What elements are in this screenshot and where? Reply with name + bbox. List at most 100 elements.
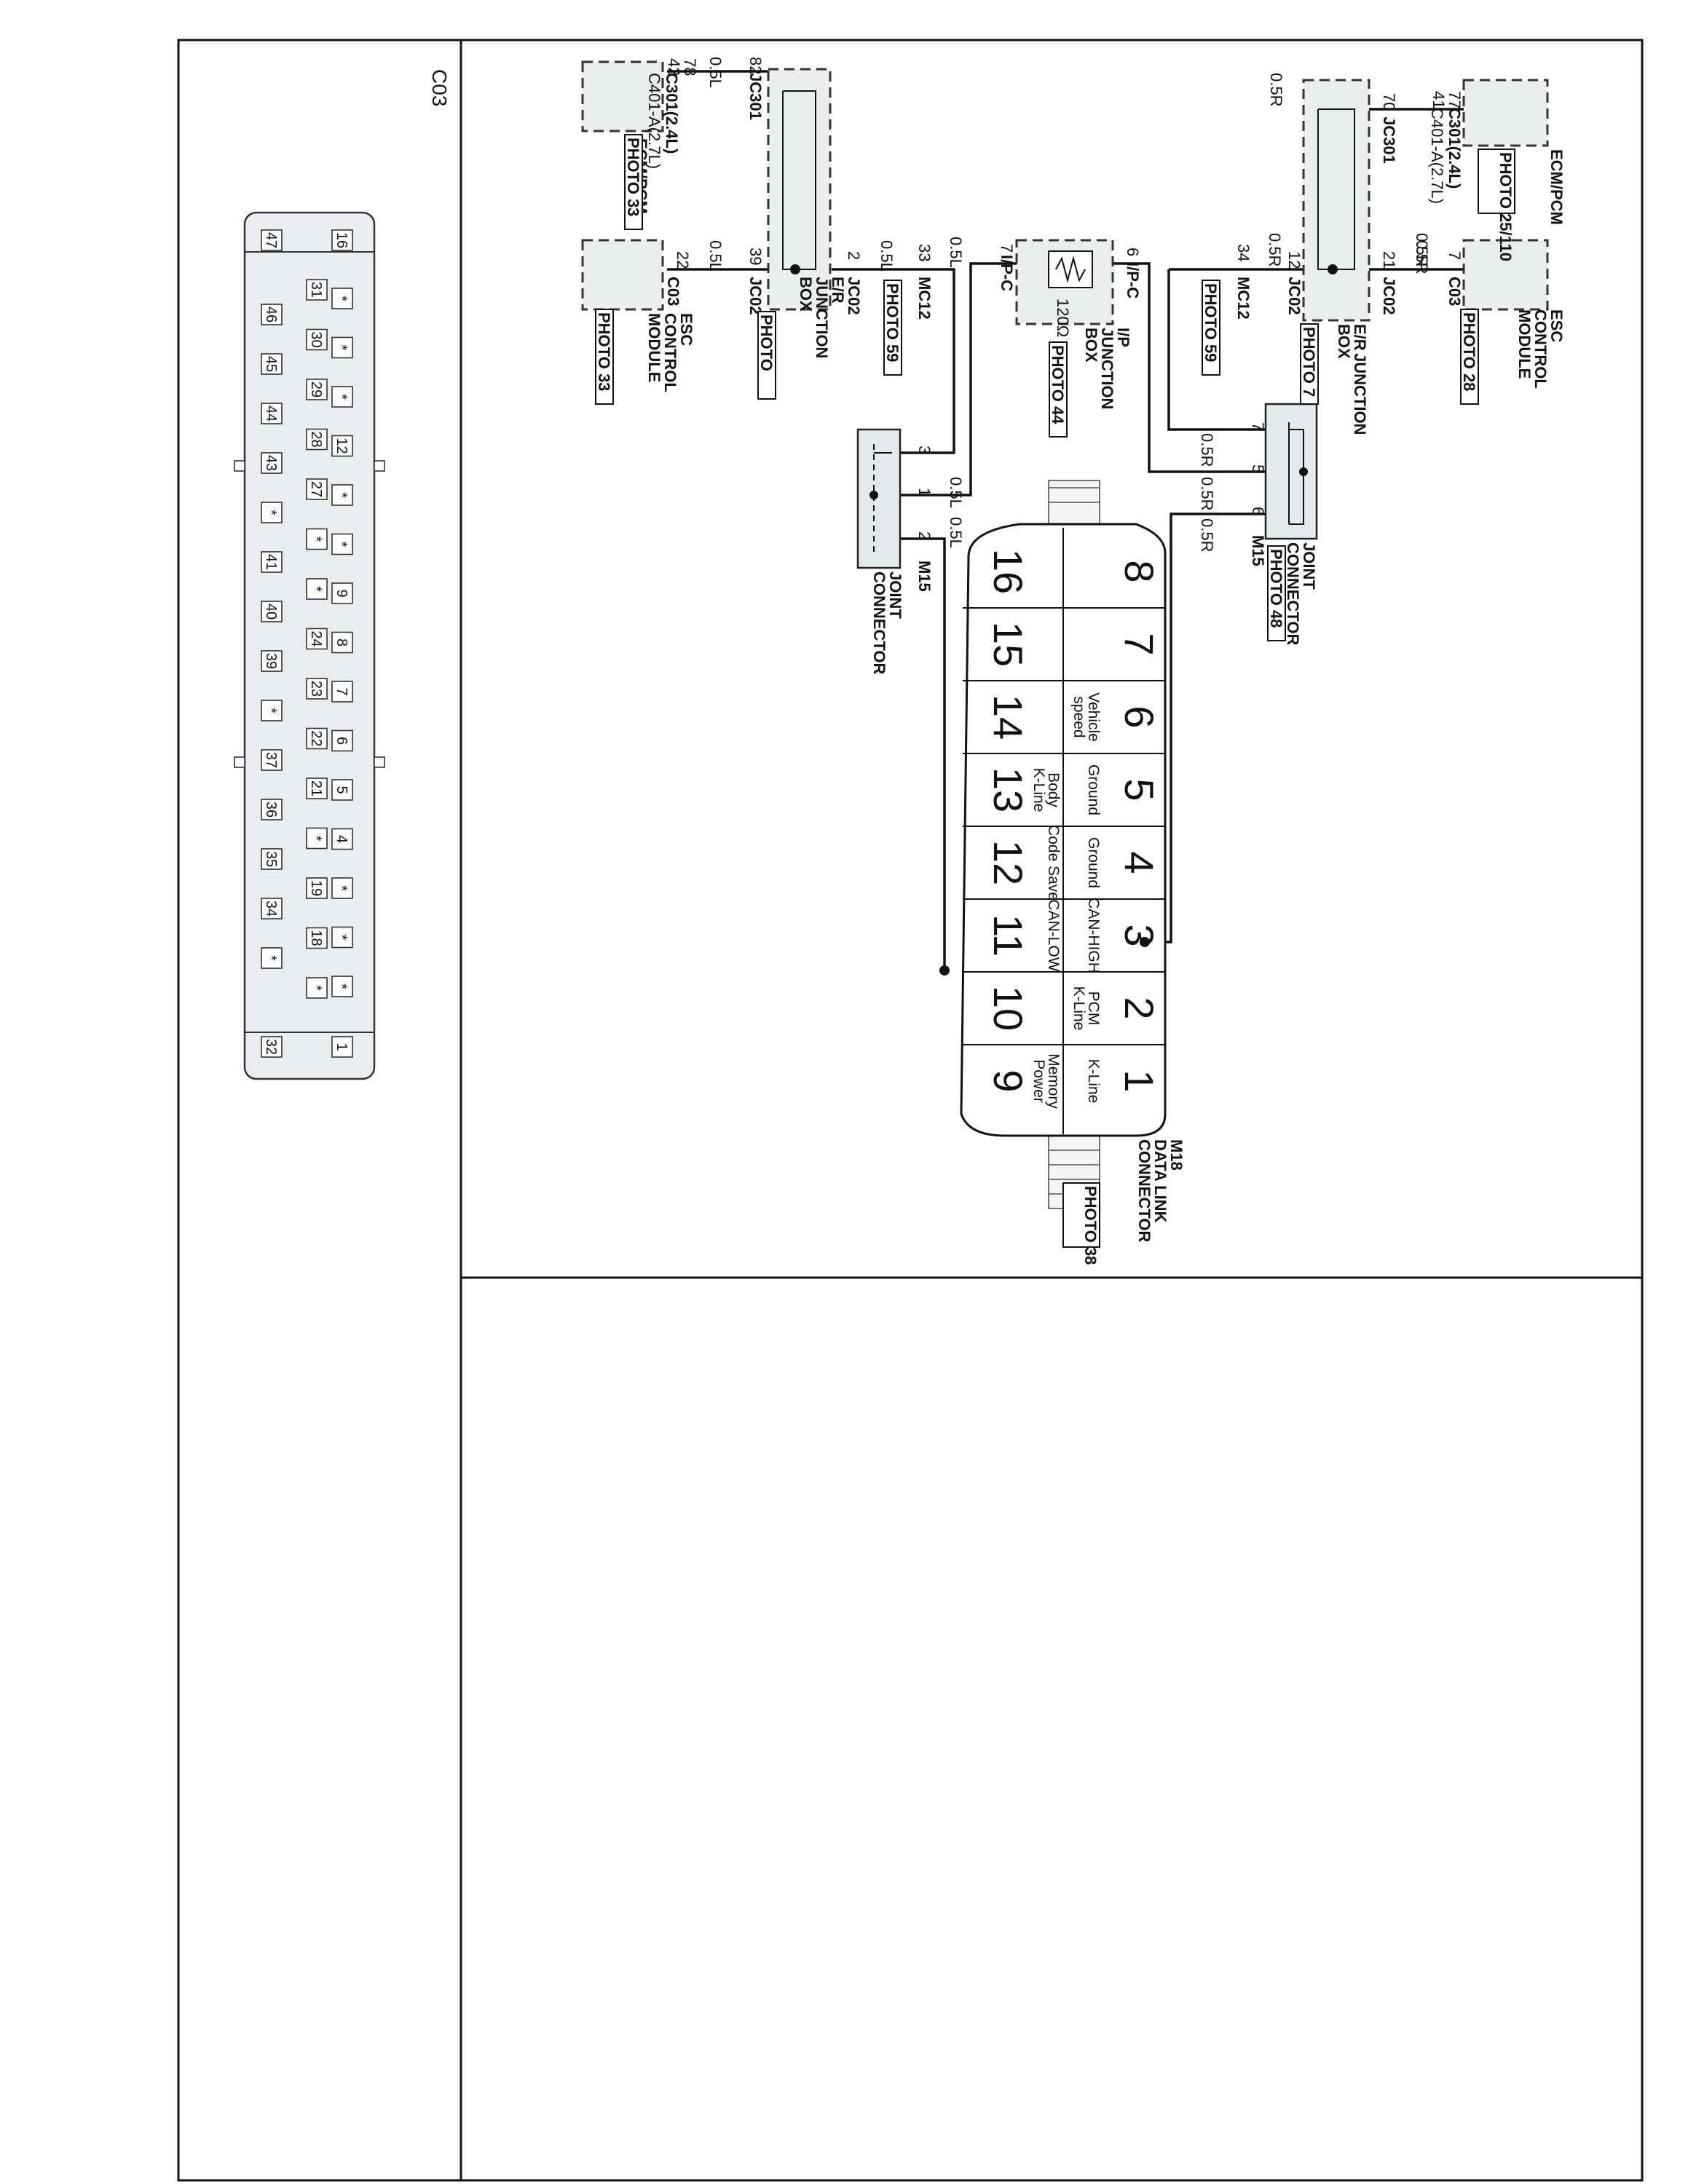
dlc-conn: M18 xyxy=(1167,1139,1186,1171)
dlc-bottom-pin: 15 xyxy=(985,622,1031,667)
c03-key-tab xyxy=(374,460,385,472)
mc12-right-pin: 34 xyxy=(1234,244,1253,261)
ip-photo: PHOTO 44 xyxy=(1049,345,1067,424)
ecm-right-photo: PHOTO 25/110 xyxy=(1496,152,1515,261)
c03-pin-label: 32 xyxy=(263,1039,279,1055)
jc-left-name1: JOINT xyxy=(886,571,904,619)
splice-dot xyxy=(1328,264,1338,274)
dlc-bottom-desc: Power xyxy=(1030,1059,1047,1103)
dlc-bottom-desc: Code Save xyxy=(1045,825,1062,901)
c03-pin-cell xyxy=(331,631,353,654)
c03-pin-label: 35 xyxy=(263,851,279,867)
mc12-left-photo: PHOTO 59 xyxy=(883,283,902,362)
resistor-icon xyxy=(1055,256,1086,283)
section-label: C03 xyxy=(428,69,451,106)
c03-pin-cell xyxy=(331,336,353,359)
c03-pin-cell xyxy=(306,678,328,700)
esc-left-name2: CONTROL xyxy=(661,313,679,392)
esc-right-name2: CONTROL xyxy=(1531,309,1550,389)
c03-pin-cell xyxy=(306,827,328,850)
dlc-bottom-desc: K-Line xyxy=(1030,768,1047,812)
er-right-photo: PHOTO 7 xyxy=(1300,327,1318,397)
er-right-jc02a-pin: 21 xyxy=(1380,251,1398,269)
dlc-top-desc: Vehicle xyxy=(1085,692,1102,742)
er-right-jc02a: JC02 xyxy=(1380,277,1398,315)
splice-dot xyxy=(790,264,800,274)
ecm-right-name: ECM/PCM xyxy=(1547,149,1566,225)
c03-pin-label: * xyxy=(334,296,350,301)
jc-left-wire-2: 0.5L xyxy=(947,517,965,548)
esc-left-name1: ESC xyxy=(677,313,695,346)
c03-pin-label: 16 xyxy=(334,232,350,248)
c03-pin-label: 12 xyxy=(334,438,350,454)
c03-pin-label: * xyxy=(334,345,350,351)
dlc-pin3-terminal xyxy=(1140,937,1150,947)
c03-pin-label: 43 xyxy=(263,455,279,471)
c03-pin-cell xyxy=(306,628,328,650)
dlc-top-pin: 1 xyxy=(1116,1069,1162,1092)
c03-pin-cell xyxy=(261,229,283,251)
dlc-bottom-desc: Memory xyxy=(1045,1053,1062,1109)
wire-jc-dlc-can-low xyxy=(900,537,946,970)
c03-pin-label: 23 xyxy=(308,681,324,697)
c03-pin-cell xyxy=(306,927,328,949)
c03-pin-cell xyxy=(261,502,283,523)
dlc-top-pin: 3 xyxy=(1116,924,1162,946)
c03-key-tab xyxy=(374,756,385,768)
c03-pin-cell xyxy=(306,578,328,600)
er-left-jc02b: JC02 xyxy=(845,277,863,315)
esc-left-photo: PHOTO 33 xyxy=(595,312,613,391)
ecm-pcm-left xyxy=(581,60,664,132)
dlc-top-pin: 2 xyxy=(1116,997,1162,1019)
c03-pin-label: * xyxy=(263,955,279,961)
dlc-top-desc: Ground xyxy=(1085,764,1102,815)
dlc-photo: PHOTO 38 xyxy=(1081,1186,1100,1265)
c03-pin-cell xyxy=(331,386,353,408)
c03-pin-label: 27 xyxy=(308,481,324,497)
c03-pin-cell xyxy=(261,551,283,573)
jc-right-name1: JOINT xyxy=(1300,542,1318,590)
jc-left-pin-a: 3 xyxy=(915,446,934,454)
esc-control-module-left xyxy=(581,239,664,311)
c03-pin-label: 7 xyxy=(334,687,350,695)
splice-dot xyxy=(1299,467,1308,476)
ecm-right-conn1: C301(2.4L) xyxy=(1446,108,1464,189)
ecm-left-wire: 0.5L xyxy=(706,57,725,88)
dlc-top-desc: Ground xyxy=(1085,837,1102,888)
c03-pin-cell xyxy=(331,435,353,457)
c03-pin-label: 39 xyxy=(263,653,279,669)
wires xyxy=(667,70,1464,970)
er-left-jc02a-pin: 39 xyxy=(746,248,765,265)
esc-right-name3: MODULE xyxy=(1515,309,1534,379)
c03-pin-label: 5 xyxy=(334,786,350,794)
c03-pin-label: 9 xyxy=(334,589,350,597)
dlc-name2: CONNECTOR xyxy=(1135,1139,1153,1242)
c03-pin-cell xyxy=(261,700,283,721)
er-right-jc02b: JC02 xyxy=(1285,277,1304,315)
dlc-top-pin: 6 xyxy=(1116,705,1162,728)
esc-right-wire: 0.5R xyxy=(1413,240,1431,274)
c03-pin-label: 36 xyxy=(263,802,279,818)
c03-pin-label: * xyxy=(334,984,350,989)
dlc-top-pin: 4 xyxy=(1116,851,1162,874)
ip-pin-a: 7 xyxy=(998,244,1016,253)
ecm-pcm-right xyxy=(1462,79,1549,147)
dlc-name1: DATA LINK xyxy=(1151,1139,1170,1223)
er-left-wire-out: 0.5L xyxy=(877,240,896,272)
dlc-bottom-pin: 10 xyxy=(985,986,1031,1031)
dlc-bottom-pin: 9 xyxy=(985,1069,1031,1092)
esc-right-name1: ESC xyxy=(1547,309,1566,342)
c03-pin-label: * xyxy=(308,537,324,542)
mc12-left-conn: MC12 xyxy=(915,277,934,320)
er-left-name2: JUNCTION xyxy=(813,277,831,358)
c03-pin-label: * xyxy=(308,836,324,842)
er-right-jc02b-pin: 12 xyxy=(1285,251,1304,269)
c03-pin-label: * xyxy=(263,510,279,515)
dlc-bottom-desc: Body xyxy=(1045,772,1062,807)
c03-pin-label: 21 xyxy=(308,780,324,796)
c03-pin-label: 1 xyxy=(334,1042,350,1051)
jc-right-photo: PHOTO 48 xyxy=(1267,549,1285,628)
dlc-pin-cells: 876Vehiclespeed5Ground4Ground3CAN-HIGH2P… xyxy=(963,549,1165,1109)
c03-pin-cell xyxy=(331,828,353,850)
c03-pin-cell xyxy=(306,528,328,550)
